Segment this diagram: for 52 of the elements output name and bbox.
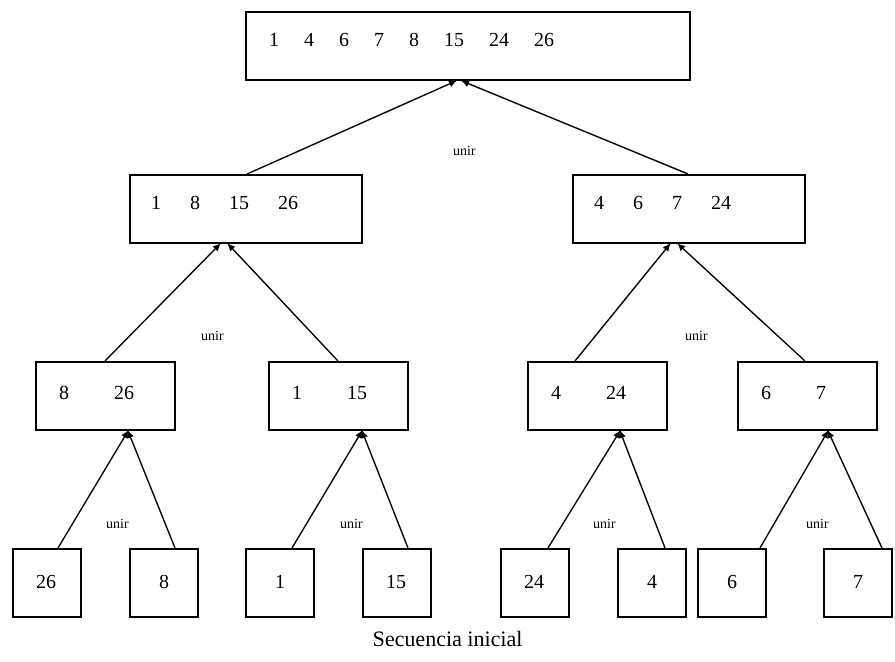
list-box (500, 548, 570, 618)
arrow (291, 430, 363, 548)
arrow (574, 244, 671, 362)
arrow (104, 243, 221, 362)
arrow (759, 430, 829, 548)
number-list: 8 26 (59, 383, 134, 403)
list-box (129, 548, 199, 618)
list-box (268, 361, 409, 431)
list-box (737, 361, 878, 431)
operation-label: unir (106, 518, 129, 532)
arrow (246, 80, 456, 175)
list-box (617, 548, 687, 618)
arrow (462, 80, 688, 175)
number-list: 7 (853, 572, 863, 592)
number-list: 26 (36, 572, 56, 592)
number-list: 6 (727, 572, 737, 592)
list-box (697, 548, 767, 618)
list-box (245, 11, 691, 81)
number-list: 1 15 (292, 383, 367, 403)
arrow (57, 430, 129, 548)
arrow (619, 430, 666, 548)
list-box (572, 174, 806, 244)
list-box (245, 548, 315, 618)
number-list: 4 (647, 572, 657, 592)
arrow (827, 430, 883, 548)
number-list: 4 6 7 24 (594, 193, 731, 213)
operation-label: unir (685, 330, 708, 344)
number-list: 1 8 15 26 (151, 193, 298, 213)
number-list: 6 7 (761, 383, 826, 403)
operation-label: unir (201, 330, 224, 344)
arrow (678, 243, 806, 362)
arrow (361, 430, 409, 548)
number-list: 1 (275, 572, 285, 592)
list-box (129, 174, 363, 244)
operation-label: unir (593, 518, 616, 532)
list-box (362, 548, 432, 618)
number-list: 8 (159, 572, 169, 592)
number-list: 15 (386, 572, 406, 592)
number-list: 4 24 (551, 383, 626, 403)
operation-label: unir (340, 518, 363, 532)
list-box (12, 548, 82, 618)
arrow (547, 430, 621, 548)
number-list: 1 4 6 7 8 15 24 26 (269, 30, 554, 50)
operation-label: unir (453, 145, 476, 159)
arrow (227, 243, 339, 362)
caption: Secuencia inicial (372, 628, 524, 650)
list-box (823, 548, 893, 618)
operation-label: unir (806, 518, 829, 532)
number-list: 24 (524, 572, 544, 592)
list-box (527, 361, 668, 431)
arrow (127, 430, 176, 548)
list-box (35, 361, 176, 431)
